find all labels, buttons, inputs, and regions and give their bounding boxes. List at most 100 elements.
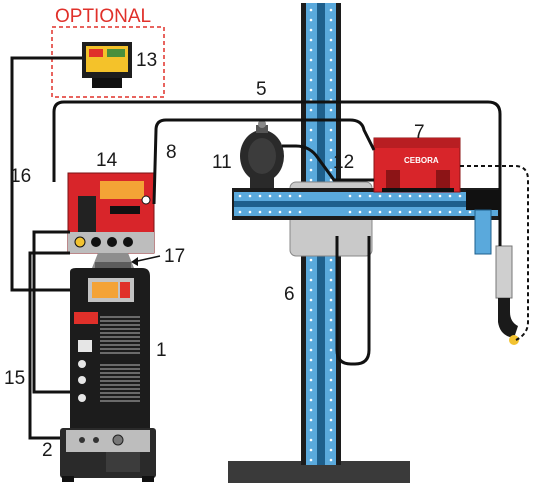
wire-feed-dashed — [460, 165, 529, 341]
column-rivet — [329, 328, 333, 332]
column-rivet — [309, 378, 313, 382]
column-rivet — [309, 288, 313, 292]
column-rivet — [309, 338, 313, 342]
grille-slat — [100, 324, 140, 326]
remote-13-stand — [92, 78, 122, 88]
grille-slat — [100, 380, 140, 382]
column-rivet — [329, 88, 333, 92]
boom-rivet — [378, 210, 382, 214]
callout-15: 15 — [4, 368, 25, 389]
motor-knob — [258, 120, 266, 128]
torch-clamp — [466, 190, 500, 210]
callout-5: 5 — [256, 79, 267, 100]
column-rivet — [329, 438, 333, 442]
grille-slat — [100, 364, 140, 366]
power-source-assembly — [60, 172, 156, 482]
feeder-handle-left — [386, 170, 400, 188]
column-rivet — [329, 448, 333, 452]
column-rivet — [329, 388, 333, 392]
control-unit-14 — [67, 172, 155, 254]
column-rivet — [329, 158, 333, 162]
callout-8: 8 — [166, 142, 177, 163]
boom-rivet — [278, 210, 282, 214]
column-rivet — [309, 388, 313, 392]
grille-slat — [100, 340, 140, 342]
trolley-cooling-unit-2 — [60, 428, 156, 482]
grille-slat — [100, 400, 140, 402]
column-rivet — [329, 348, 333, 352]
torch-tip — [509, 335, 519, 345]
column-rivet — [329, 298, 333, 302]
column-rivet — [329, 418, 333, 422]
column-rivet — [329, 38, 333, 42]
boom-rivet — [428, 210, 432, 214]
ps-socket-c — [78, 394, 86, 402]
callout-13: 13 — [136, 50, 157, 71]
connector-17-base — [95, 262, 131, 270]
column-rivet — [309, 28, 313, 32]
column-rivet — [329, 8, 333, 12]
boom-rivet — [388, 210, 392, 214]
column-rivet — [329, 78, 333, 82]
ps-grille-lower — [100, 364, 140, 402]
control-14-socket-b — [107, 237, 117, 247]
grille-slat — [100, 348, 140, 350]
column-rivet — [309, 48, 313, 52]
boom-rivet — [438, 194, 442, 198]
column-rivet — [329, 428, 333, 432]
column-rivet — [309, 88, 313, 92]
cables — [10, 56, 502, 440]
callout-14: 14 — [96, 150, 118, 171]
callout-1: 1 — [156, 340, 167, 361]
column-rivet — [309, 298, 313, 302]
column-rivet — [309, 158, 313, 162]
remote-13-display — [89, 49, 103, 57]
column-rivet — [309, 348, 313, 352]
boom-rivet — [348, 194, 352, 198]
grille-slat — [100, 344, 140, 346]
column-rivet — [329, 48, 333, 52]
column-rivet — [309, 448, 313, 452]
boom-rivet — [448, 210, 452, 214]
column-rivet — [329, 28, 333, 32]
boom-rivet — [418, 194, 422, 198]
column-rivet — [309, 328, 313, 332]
grille-slat — [100, 384, 140, 386]
column-rivet — [329, 318, 333, 322]
column-rivet — [309, 318, 313, 322]
boom-rivet — [468, 210, 472, 214]
cable-5 — [52, 100, 502, 246]
optional-remote-box: OPTIONAL — [51, 6, 165, 98]
boom-rivet — [368, 210, 372, 214]
remote-13-panel — [107, 49, 125, 57]
ps-indicator — [120, 282, 130, 298]
column-boom-manipulator: CEBORA — [228, 3, 529, 483]
column-rivet — [329, 278, 333, 282]
column-rivet — [309, 398, 313, 402]
torch-neck — [498, 298, 518, 338]
grille-slat — [100, 392, 140, 394]
control-14-badge — [110, 206, 140, 214]
boom-rivet — [288, 210, 292, 214]
boom-rivet — [368, 194, 372, 198]
boom-rivet — [358, 194, 362, 198]
column-rivet — [329, 258, 333, 262]
boom-rivet — [378, 194, 382, 198]
column-rivet — [329, 408, 333, 412]
trolley-wheel-right — [142, 476, 154, 482]
grille-slat — [100, 388, 140, 390]
boom-rivet — [358, 210, 362, 214]
grille-slat — [100, 396, 140, 398]
boom-rivet — [258, 194, 262, 198]
boom-slot — [234, 201, 498, 207]
ps-display — [92, 282, 118, 298]
column-rivet — [329, 378, 333, 382]
torch-body — [495, 245, 513, 299]
control-14-display — [100, 181, 144, 199]
grille-slat — [100, 376, 140, 378]
grille-slat — [100, 332, 140, 334]
power-source-1 — [70, 268, 150, 428]
column-rivet — [329, 398, 333, 402]
column-rivet — [309, 438, 313, 442]
